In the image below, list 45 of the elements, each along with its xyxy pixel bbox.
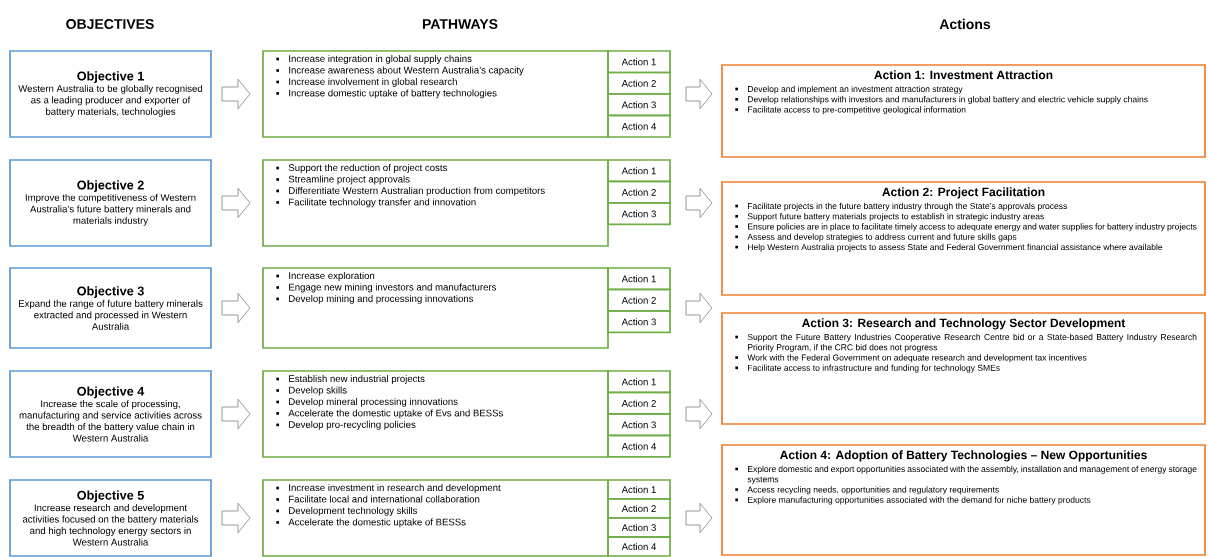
objective-box: Objective 2 Improve the competitiveness of Western Australia’s future battery minerals and materials industry <box>9 159 212 247</box>
objective-box: Objective 4 Increase the scale of processing, manufacturing and service activities across the breadth of the battery value chain in Western Australia <box>9 370 212 458</box>
action-tag-box: Action 2 <box>607 180 671 204</box>
action-box: Action 2: Project Facilitation Facilitate projects in the future battery industry through the State’s approvals process Support future battery materials projects to establish in strategic industry areas Ensure policies are in place to facilitate timely access to adequate energy and water supplies for battery industry projects Assess and develop strategies to address current and future skills gaps Help Western Australia projects to assess State and Federal Government financial assistance where available <box>721 181 1206 296</box>
action-tag-box: Action 2 <box>607 391 671 415</box>
action-tag-box: Action 4 <box>607 536 671 557</box>
block-arrow <box>221 502 251 534</box>
action-tag-box: Action 1 <box>607 50 671 74</box>
action-tag-box: Action 1 <box>607 479 671 500</box>
block-arrow <box>221 292 251 324</box>
block-arrow <box>685 398 713 430</box>
action-tag-box: Action 4 <box>607 114 671 138</box>
action-tag-box: Action 2 <box>607 498 671 519</box>
pathway-box: Establish new industrial projects Develop skills Develop mineral processing innovations Accelerate the domestic uptake of Evs and BESSs Develop pro-recycling policies <box>262 370 609 458</box>
block-arrow <box>221 78 251 110</box>
column-heading: OBJECTIVES <box>66 19 154 29</box>
column-heading: Actions <box>939 18 991 30</box>
action-tag-box: Action 3 <box>607 93 671 117</box>
objective-box: Objective 5 Increase research and development activities focused on the battery materials and high technology energy sectors in Western Australia <box>9 479 212 557</box>
objective-box: Objective 1 Western Australia to be globally recognised as a leading producer and exporter of battery materials, technologies <box>9 50 212 138</box>
block-arrow <box>685 78 713 110</box>
block-arrow <box>221 398 251 430</box>
objective-box: Objective 3 Expand the range of future battery minerals extracted and processed in Western Australia <box>9 267 212 349</box>
pathway-box: Increase investment in research and development Facilitate local and international collaboration Development technology skills Accelerate the domestic uptake of BESSs <box>262 479 609 557</box>
action-tag-box: Action 3 <box>607 202 671 226</box>
action-tag-box: Action 1 <box>607 159 671 183</box>
block-arrow <box>221 187 251 219</box>
action-tag-box: Action 3 <box>607 310 671 334</box>
pathway-box: Support the reduction of project costs Streamline project approvals Differentiate Western Australian production from competitors Facilitate technology transfer and innovation <box>262 159 609 247</box>
action-box: Action 4: Adoption of Battery Technologies – New Opportunities Explore domestic and export opportunities associated with the assembly, installation and management of energy storage systems Access recycling needs, opportunities and regulatory requirements Explore manufacturing opportunities associated with the demand for niche battery products <box>721 444 1206 556</box>
block-arrow <box>685 187 713 219</box>
action-tag-box: Action 1 <box>607 370 671 394</box>
action-tag-box: Action 4 <box>607 434 671 458</box>
action-tag-box: Action 3 <box>607 413 671 437</box>
column-heading: PATHWAYS <box>422 19 498 29</box>
action-tag-box: Action 2 <box>607 71 671 95</box>
block-arrow <box>685 502 713 534</box>
pathway-box: Increase exploration Engage new mining investors and manufacturers Develop mining and processing innovations <box>262 267 609 349</box>
block-arrow <box>685 292 713 324</box>
pathway-box: Increase integration in global supply chains Increase awareness about Western Australia’s capacity Increase involvement in global research Increase domestic uptake of battery technologies <box>262 50 609 138</box>
action-tag-box: Action 3 <box>607 517 671 538</box>
action-box: Action 1: Investment Attraction Develop and implement an investment attraction strategy Develop relationships with investors and manufacturers in global battery and electric vehicle supply chains Facilitate access to pre-competitive geological information <box>721 64 1206 158</box>
action-box: Action 3: Research and Technology Sector Development Support the Future Battery Industries Cooperative Research Centre bid or a State-based Battery Industry Research Priority Program, if the CRC bid does not progress Work with the Federal Government on adequate research and development tax incentives Facilitate access to infrastructure and funding for technology SMEs <box>721 312 1206 425</box>
action-tag-box: Action 2 <box>607 288 671 312</box>
action-tag-box: Action 1 <box>607 267 671 291</box>
